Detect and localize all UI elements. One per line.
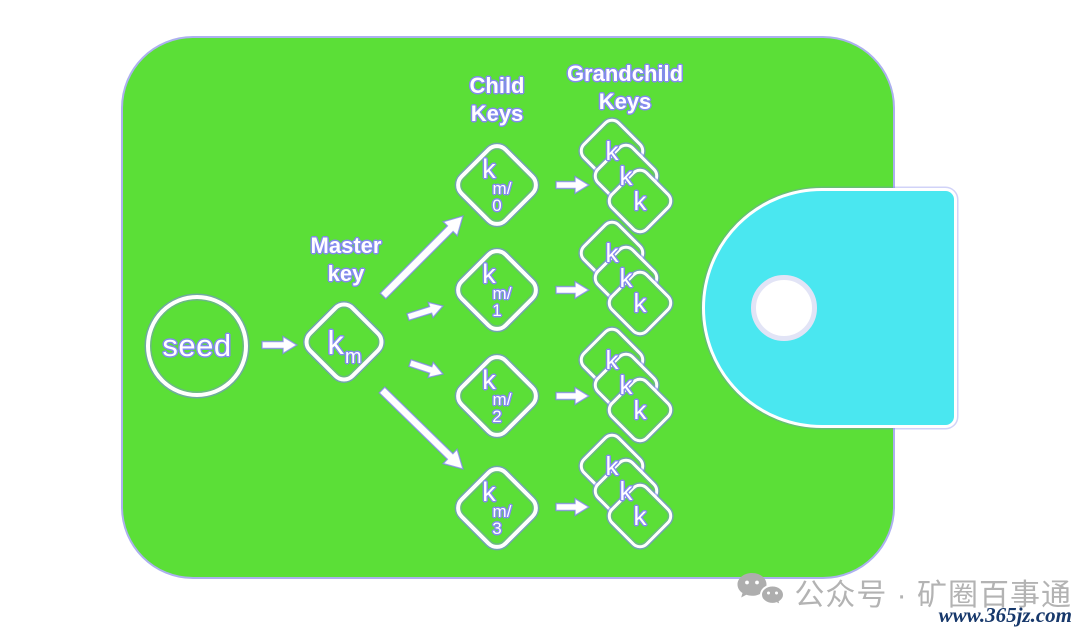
grandchild-key-card: k bbox=[603, 164, 677, 238]
watermark-site-url: www.365jz.com bbox=[938, 603, 1072, 627]
grandchild-key-card: k bbox=[603, 479, 677, 553]
child-key-node-1: k m/ 1 bbox=[450, 243, 544, 337]
child-key-node-3: k m/ 3 bbox=[450, 461, 544, 555]
wechat-icon bbox=[737, 573, 786, 608]
clasp-button bbox=[751, 275, 817, 341]
child-key-node-0: k m/ 0 bbox=[450, 138, 544, 232]
grandchild-key-card: k bbox=[603, 266, 677, 340]
grandchild-key-card: k bbox=[589, 454, 663, 528]
grandchild-key-card: k bbox=[589, 348, 663, 422]
grandchild-stack-0: k k k bbox=[575, 114, 677, 238]
grandchild-keys-header: Grandchild Keys bbox=[566, 61, 684, 114]
watermark: 公众号 · 矿圈百事通 www.365jz.com bbox=[704, 570, 1074, 630]
grandchild-key-card: k bbox=[603, 373, 677, 447]
child-key-node-2: k m/ 2 bbox=[450, 349, 544, 443]
grandchild-key-card: k bbox=[589, 241, 663, 315]
grandchild-stack-1: k k k bbox=[575, 216, 677, 340]
master-key-label: Master key bbox=[310, 233, 382, 286]
grandchild-stack-2: k k k bbox=[575, 323, 677, 447]
seed-label: seed bbox=[162, 328, 232, 363]
seed-node: seed bbox=[146, 295, 248, 397]
master-key-node: km bbox=[298, 296, 390, 388]
watermark-account-text: 公众号 · 矿圈百事通 bbox=[794, 579, 1072, 612]
grandchild-key-card: k bbox=[575, 216, 649, 290]
child-keys-header: Child Keys bbox=[469, 73, 525, 126]
grandchild-stack-3: k k k bbox=[575, 429, 677, 553]
grandchild-key-card: k bbox=[575, 114, 649, 188]
grandchild-key-card: k bbox=[575, 429, 649, 503]
grandchild-key-card: k bbox=[575, 323, 649, 397]
wallet-clasp-tab bbox=[702, 188, 957, 428]
grandchild-key-card: k bbox=[589, 139, 663, 213]
